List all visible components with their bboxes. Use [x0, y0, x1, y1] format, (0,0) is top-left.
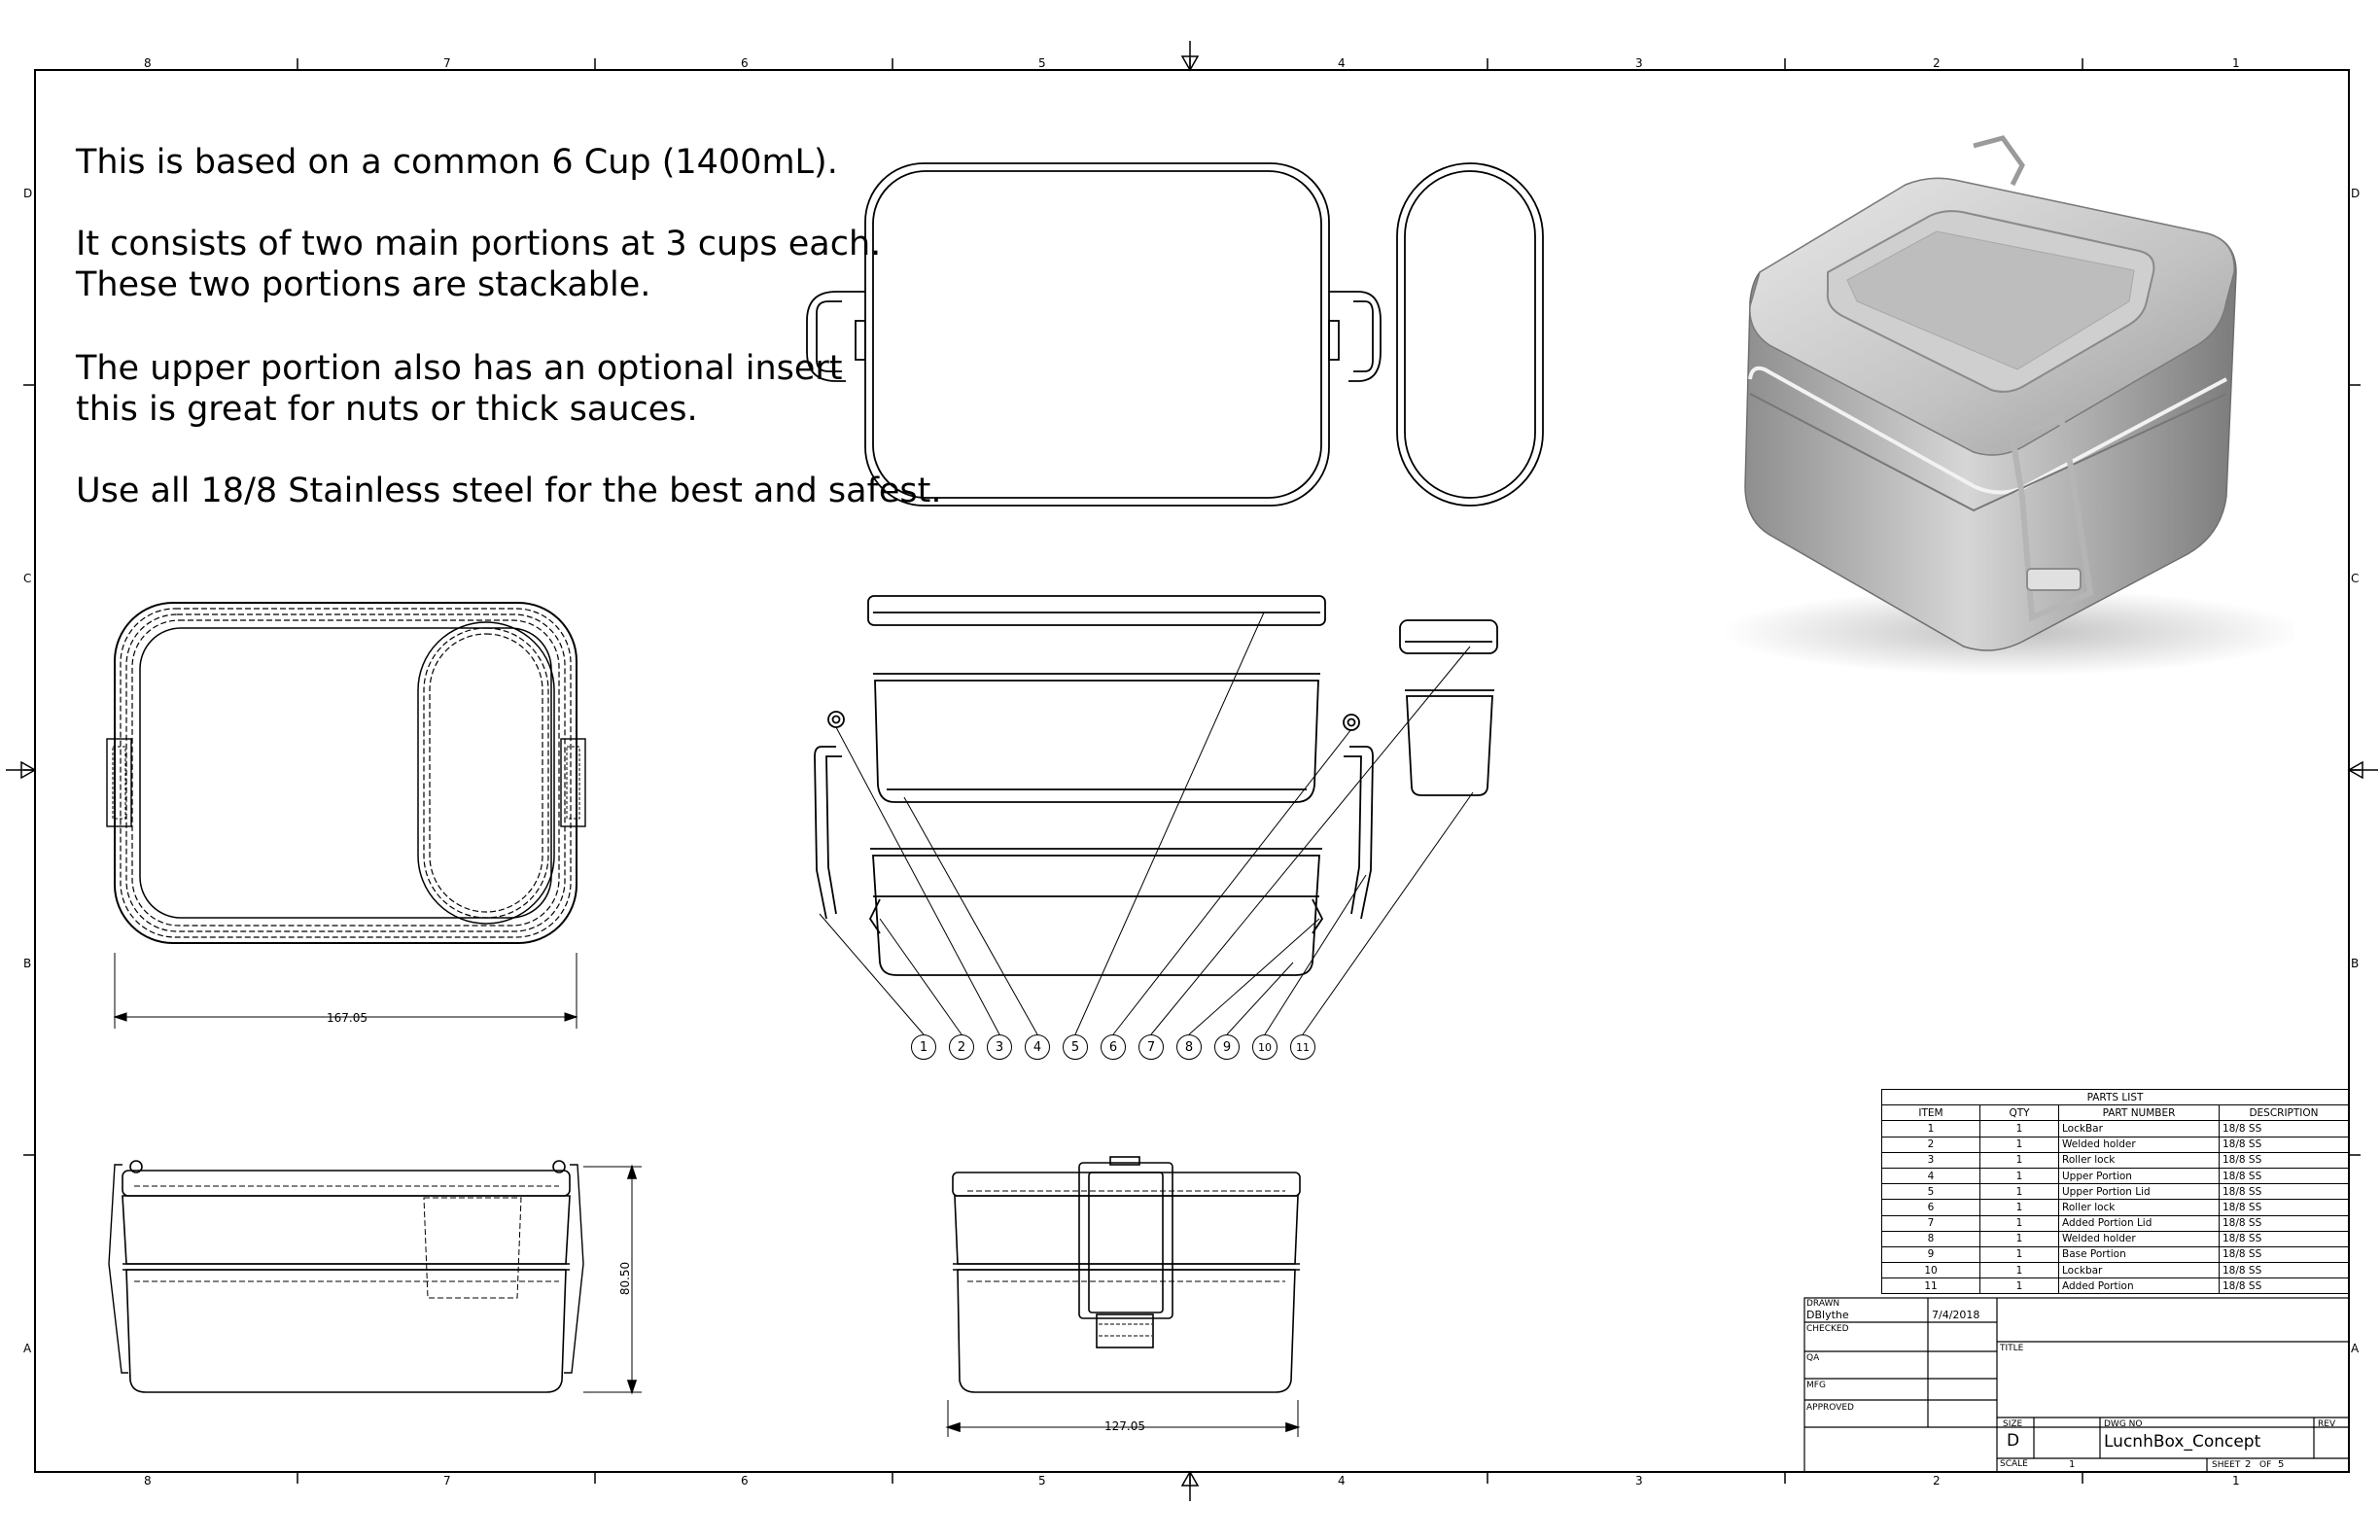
grid-col-bottom-8: 1	[2232, 1474, 2240, 1488]
title-block-frame	[1803, 1297, 2350, 1473]
grid-row-left-b: B	[23, 957, 32, 970]
tb-of-label: OF	[2259, 1460, 2272, 1470]
grid-row-left-d: D	[23, 187, 33, 200]
tb-sheet-total: 5	[2278, 1459, 2285, 1470]
parts-list-table: PARTS LIST ITEM QTY PART NUMBER DESCRIPT…	[1881, 1088, 2349, 1295]
grid-col-top-4: 5	[1038, 56, 1046, 70]
note-line-4: The upper portion also has an optional i…	[76, 349, 843, 388]
tb-sheet-label: SHEET	[2212, 1460, 2241, 1470]
grid-col-top-5: 4	[1338, 56, 1346, 70]
balloon-3: 3	[987, 1034, 1012, 1060]
sheet-border	[34, 69, 2350, 1473]
grid-row-right-d: D	[2351, 187, 2361, 200]
balloon-4: 4	[1025, 1034, 1050, 1060]
balloon-8: 8	[1176, 1034, 1202, 1060]
dimension-top-width: 167.05	[327, 1011, 368, 1025]
grid-col-bottom-5: 4	[1338, 1474, 1346, 1488]
balloon-5: 5	[1063, 1034, 1088, 1060]
note-line-1: This is based on a common 6 Cup (1400mL)…	[76, 143, 838, 182]
parts-header-part-number: PART NUMBER	[2058, 1104, 2220, 1122]
center-arrows	[6, 41, 2378, 1501]
leader-lines	[819, 612, 1474, 1035]
tb-mfg-label: MFG	[1806, 1381, 1826, 1390]
note-line-5: this is great for nuts or thick sauces.	[76, 390, 698, 429]
note-line-2: It consists of two main portions at 3 cu…	[76, 225, 882, 263]
note-line-3: These two portions are stackable.	[76, 265, 651, 304]
tb-sheet-value: 2	[2245, 1459, 2252, 1470]
dimension-side-height: 80.50	[618, 1261, 633, 1296]
parts-header-item: ITEM	[1881, 1104, 1980, 1122]
top-view-insert	[1396, 162, 1544, 507]
lunchbox-render	[1721, 135, 2294, 676]
grid-row-left-a: A	[23, 1342, 32, 1355]
tb-approved-label: APPROVED	[1806, 1403, 1854, 1413]
exploded-view	[814, 595, 1498, 976]
parts-header-description: DESCRIPTION	[2219, 1104, 2349, 1122]
grid-col-bottom-7: 2	[1933, 1474, 1941, 1488]
grid-col-bottom-1: 8	[144, 1474, 152, 1488]
tb-drawn-label: DRAWN	[1806, 1299, 1840, 1309]
grid-col-top-1: 8	[144, 56, 152, 70]
section-view	[106, 602, 586, 1029]
tb-drawn-by: DBlythe	[1806, 1309, 1849, 1321]
balloon-6: 6	[1101, 1034, 1126, 1060]
grid-col-bottom-4: 5	[1038, 1474, 1046, 1488]
grid-row-right-c: C	[2351, 572, 2360, 585]
tb-checked-label: CHECKED	[1806, 1324, 1849, 1334]
parts-list-title: PARTS LIST	[1881, 1088, 2349, 1106]
tb-dwg-no-label: DWG NO	[2104, 1419, 2143, 1429]
tb-drawn-date: 7/4/2018	[1932, 1309, 1980, 1321]
balloon-11: 11	[1290, 1034, 1315, 1060]
grid-col-bottom-6: 3	[1635, 1474, 1643, 1488]
balloon-9: 9	[1214, 1034, 1240, 1060]
grid-row-left-c: C	[23, 572, 32, 585]
grid-col-top-3: 6	[741, 56, 749, 70]
side-elevation	[108, 1160, 642, 1395]
tb-size-value: D	[2007, 1431, 2020, 1451]
tb-qa-label: QA	[1806, 1353, 1820, 1363]
dimension-front-width: 127.05	[1104, 1419, 1145, 1433]
grid-col-bottom-3: 6	[741, 1474, 749, 1488]
note-line-6: Use all 18/8 Stainless steel for the bes…	[76, 472, 942, 510]
grid-col-bottom-2: 7	[443, 1474, 451, 1488]
tb-scale-value: 1	[2069, 1459, 2076, 1470]
grid-col-top-6: 3	[1635, 56, 1643, 70]
balloon-1: 1	[911, 1034, 936, 1060]
tb-rev-label: REV	[2318, 1419, 2336, 1429]
tb-scale-label: SCALE	[2000, 1459, 2028, 1469]
front-elevation	[945, 1156, 1301, 1437]
grid-row-right-a: A	[2351, 1342, 2360, 1355]
balloon-7: 7	[1138, 1034, 1164, 1060]
grid-row-right-b: B	[2351, 957, 2360, 970]
top-view-lid	[806, 162, 1382, 507]
grid-col-top-7: 2	[1933, 56, 1941, 70]
balloon-10: 10	[1252, 1034, 1278, 1060]
parts-header-qty: QTY	[1979, 1104, 2059, 1122]
tb-title-label: TITLE	[2000, 1344, 2024, 1353]
balloon-2: 2	[949, 1034, 974, 1060]
grid-col-top-8: 1	[2232, 56, 2240, 70]
grid-col-top-2: 7	[443, 56, 451, 70]
tb-size-label: SIZE	[2003, 1419, 2023, 1429]
tb-dwg-no-value: LucnhBox_Concept	[2104, 1432, 2261, 1452]
